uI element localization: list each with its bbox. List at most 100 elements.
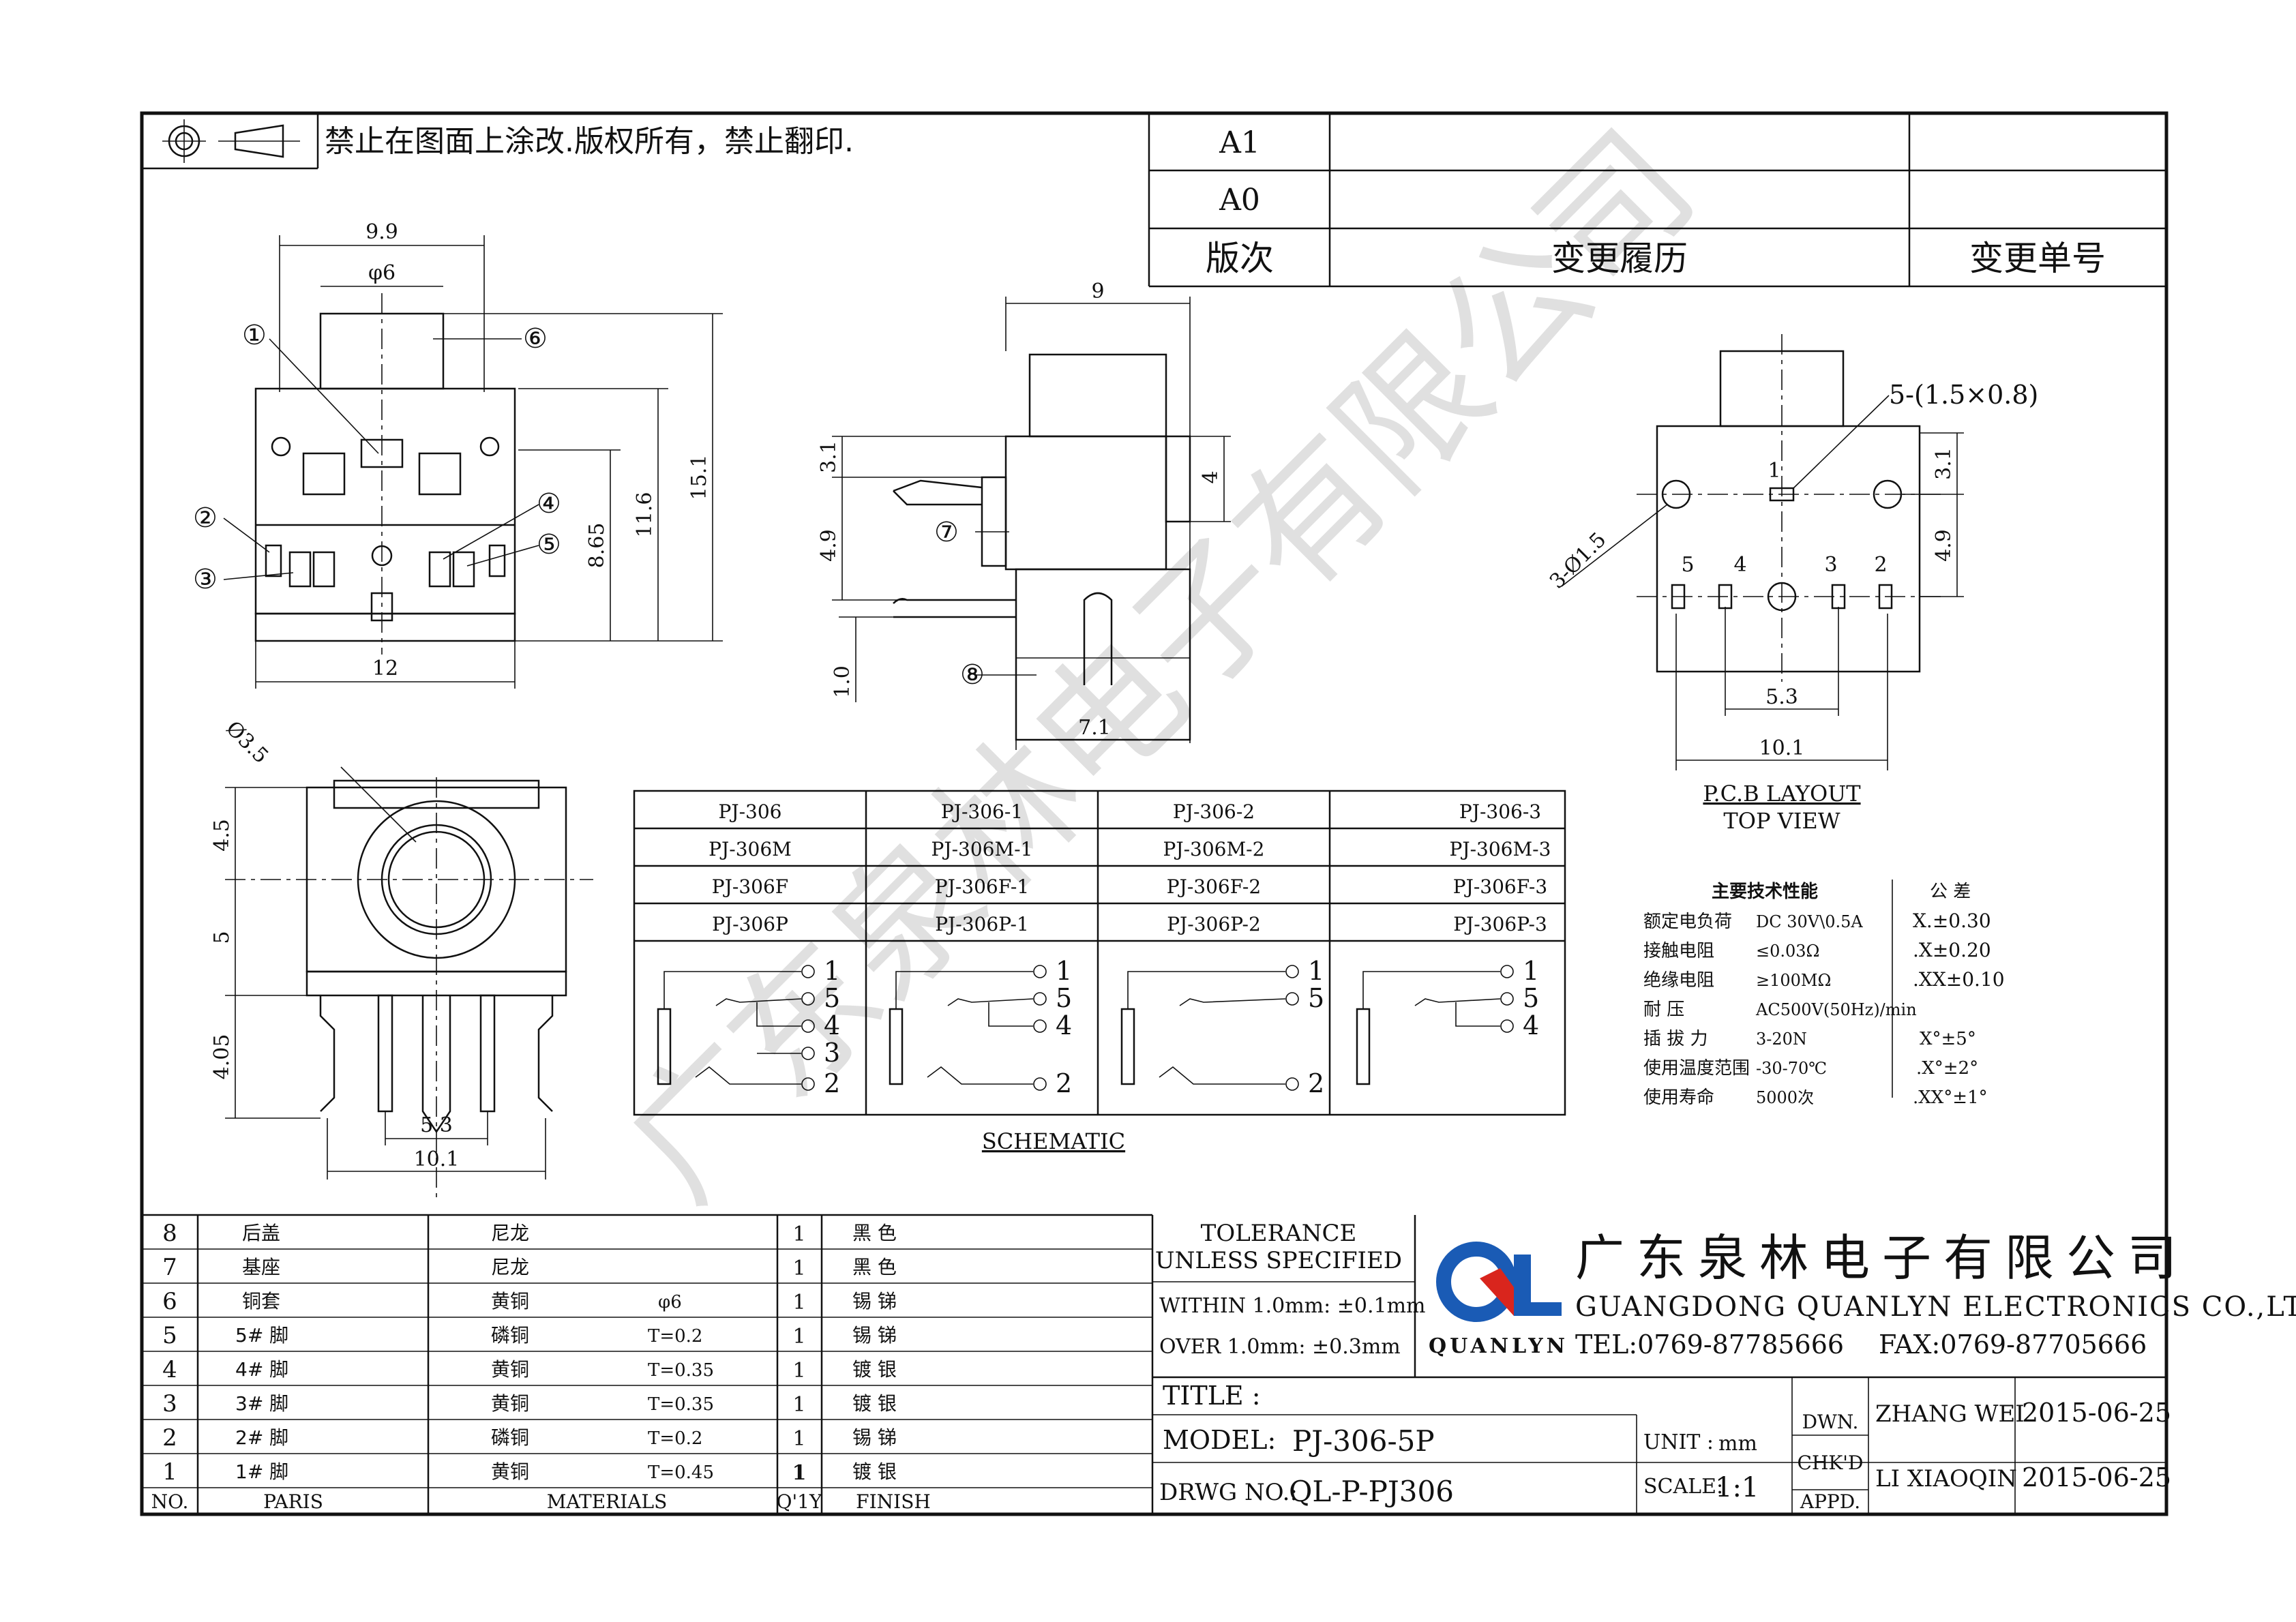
tolerance-item: .XX°±1°	[1913, 1087, 1988, 1108]
logo-text: QUANLYN	[1429, 1334, 1568, 1358]
part-spec: T=0.2	[648, 1428, 702, 1449]
spec-value: 5000次	[1756, 1088, 1814, 1107]
part-no: 1	[162, 1458, 177, 1486]
watermark: 广东泉林电子有限公司	[595, 100, 1725, 1231]
model-cell: PJ-306-1	[941, 800, 1023, 823]
schem-pin: 2	[824, 1068, 840, 1098]
dim-15-1: 15.1	[687, 455, 711, 500]
company-fax: FAX:0769-87705666	[1879, 1330, 2147, 1360]
title-block: TOLERANCE UNLESS SPECIFIED WITHIN 1.0mm:…	[1152, 1215, 2296, 1514]
model-value: PJ-306-5P	[1292, 1424, 1435, 1458]
model-cell: PJ-306P	[712, 913, 788, 935]
appd-label: APPD.	[1800, 1490, 1860, 1513]
pcb-layout: 1 5 4 3 2 5-(1.5×0.8) 3-Ø1.5 3.1 4.9 5.3…	[1545, 334, 2038, 834]
header-part: PARIS	[263, 1490, 323, 1513]
callout-3: ③	[193, 564, 218, 595]
schematic-3: 1 5 2	[1120, 956, 1324, 1098]
side-dim-4: 4	[1199, 470, 1223, 483]
part-no: 5	[162, 1322, 177, 1349]
schem-pin: 1	[1523, 956, 1539, 986]
model-cell: PJ-306	[719, 800, 782, 823]
part-finish: 镀 银	[852, 1358, 897, 1381]
pcb-dim-10-1: 10.1	[1759, 736, 1805, 760]
schematic-2: 1 5 4 2	[889, 956, 1072, 1098]
model-cell: PJ-306M-2	[1163, 838, 1265, 860]
header-finish: FINISH	[856, 1490, 931, 1513]
specs-heading: 主要技术性能	[1712, 881, 1818, 902]
header-material: MATERIALS	[547, 1490, 668, 1513]
tolerance-item: X.±0.30	[1913, 910, 1991, 932]
callout-2: ②	[193, 502, 218, 534]
part-name: 1# 脚	[235, 1460, 288, 1483]
part-material: 尼龙	[491, 1256, 529, 1278]
part-spec: T=0.2	[648, 1326, 702, 1347]
dim-8-65: 8.65	[585, 523, 609, 569]
projection-symbol	[142, 113, 319, 170]
part-finish: 锡 锑	[852, 1290, 897, 1312]
pcb-hole-center	[1767, 582, 1797, 612]
part-material: 黄铜	[491, 1460, 529, 1483]
callout-4: ④	[537, 488, 561, 520]
part-qty: 1	[792, 1461, 807, 1485]
bottom-dim-4-05: 4.05	[210, 1034, 234, 1080]
dim-12: 12	[372, 657, 398, 680]
schematic-4: 1 5 4	[1356, 956, 1539, 1085]
scale-label: SCALE:	[1643, 1475, 1723, 1499]
part-material: 磷铜	[491, 1426, 529, 1449]
bottom-dim-4-5: 4.5	[210, 819, 234, 852]
schem-pin: 4	[824, 1010, 840, 1040]
part-qty: 1	[792, 1222, 805, 1246]
schem-pin: 4	[1523, 1010, 1539, 1040]
model-cell: PJ-306M-3	[1450, 838, 1551, 860]
title-label: TITLE :	[1163, 1381, 1261, 1411]
model-cell: PJ-306P-3	[1453, 913, 1547, 935]
part-no: 2	[162, 1424, 177, 1452]
rev-a1: A1	[1219, 125, 1260, 160]
callout-6: ⑥	[523, 323, 548, 355]
part-name: 2# 脚	[235, 1426, 288, 1449]
pcb-dim-3-1: 3.1	[1932, 447, 1956, 480]
model-cell: PJ-306F	[712, 875, 788, 898]
part-spec: T=0.35	[648, 1394, 714, 1415]
unit-value: mm	[1718, 1432, 1757, 1456]
pcb-subtitle: TOP VIEW	[1723, 808, 1840, 834]
schem-pin: 5	[1523, 983, 1539, 1013]
part-qty: 1	[792, 1325, 805, 1349]
model-cell: PJ-306P-2	[1167, 913, 1261, 935]
spec-name: 插 拔 力	[1643, 1029, 1708, 1049]
pcb-pin-4: 4	[1733, 553, 1746, 577]
part-no: 6	[162, 1288, 177, 1315]
part-finish: 黑 色	[852, 1256, 897, 1278]
part-qty: 1	[792, 1359, 805, 1383]
pcb-hole-right	[1873, 479, 1903, 509]
dwn-name: ZHANG WEI	[1875, 1400, 2025, 1428]
model-cell: PJ-306-2	[1173, 800, 1255, 823]
model-cell: PJ-306-3	[1459, 800, 1541, 823]
tolerance-item: .X±0.20	[1913, 939, 1991, 961]
side-dim-4-9: 4.9	[817, 529, 841, 562]
dim-9-9: 9.9	[366, 220, 398, 244]
schem-pin: 5	[824, 983, 840, 1013]
part-material: 磷铜	[491, 1324, 529, 1347]
dim-phi6: φ6	[368, 261, 396, 285]
bottom-dim-10-1: 10.1	[414, 1147, 460, 1171]
spec-name: 使用寿命	[1643, 1087, 1714, 1108]
specs-block: 主要技术性能 公 差 额定电负荷 DC 30V\0.5A 接触电阻 ≤0.03Ω…	[1643, 880, 2005, 1108]
rev-a0: A0	[1219, 183, 1260, 217]
chkd-name: LI XIAOQIN	[1875, 1465, 2017, 1492]
model-cell: PJ-306F-1	[935, 875, 1029, 898]
callout-7: ⑦	[934, 517, 959, 548]
side-dim-9: 9	[1091, 280, 1104, 303]
schem-pin: 5	[1056, 983, 1072, 1013]
part-finish: 镀 银	[852, 1460, 897, 1483]
part-name: 3# 脚	[235, 1392, 288, 1415]
company-logo: QUANLYN	[1429, 1242, 1568, 1358]
schem-pin: 5	[1308, 983, 1324, 1013]
part-qty: 1	[792, 1291, 805, 1315]
part-material: 黄铜	[491, 1358, 529, 1381]
part-name: 4# 脚	[235, 1358, 288, 1381]
pcb-pin-2: 2	[1874, 553, 1887, 577]
front-view: 9.9 φ6 12 8.65 11.6	[193, 220, 723, 689]
model-cell: PJ-306P-1	[935, 913, 1029, 935]
